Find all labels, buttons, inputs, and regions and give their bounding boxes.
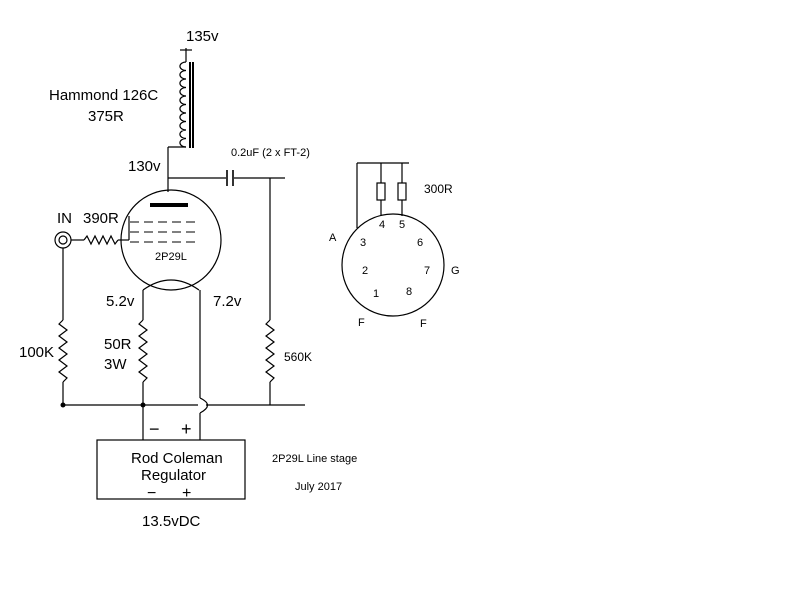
filament-resistor-value-label: 50R [104, 336, 132, 353]
regulator-minus-top: − [149, 419, 160, 439]
pin-tag-grid: G [451, 265, 460, 277]
pin-2: 2 [362, 265, 368, 277]
pinout-diagram [341, 162, 445, 317]
regulator-input-label: 13.5vDC [142, 513, 201, 530]
grid-leak-label: 100K [19, 344, 54, 361]
regulator-plus-top: + [181, 419, 192, 439]
pin-3: 3 [360, 237, 366, 249]
filament-right-voltage-label: 7.2v [213, 293, 242, 310]
transformer-resistance-label: 375R [88, 108, 124, 125]
tube-2p29l [118, 189, 222, 291]
pinout-resistor-label: 300R [424, 182, 453, 196]
pin-6: 6 [417, 237, 423, 249]
input-label: IN [57, 210, 72, 227]
pin-tag-filament-right: F [420, 318, 427, 330]
regulator-line1: Rod Coleman [131, 450, 223, 467]
output-load-resistor [265, 319, 275, 405]
pin-tag-filament-left: F [358, 317, 365, 329]
tube-type-label: 2P29L [155, 251, 187, 263]
grid-leak-resistor [58, 248, 68, 405]
regulator-box [96, 439, 246, 500]
transformer-model-label: Hammond 126C [49, 87, 158, 104]
regulator-minus-bottom: − [147, 485, 156, 502]
supply-voltage-label: 135v [186, 28, 219, 45]
coupling-cap-label: 0.2uF (2 x FT-2) [231, 147, 310, 159]
diagram-title: 2P29L Line stage [272, 453, 357, 465]
ground-bus [60, 402, 305, 408]
pin-8: 8 [406, 286, 412, 298]
plate-voltage-label: 130v [128, 158, 161, 175]
coupling-capacitor [168, 170, 285, 320]
filament-right-wire [199, 290, 209, 440]
pin-5: 5 [399, 219, 405, 231]
regulator-line2: Regulator [141, 467, 206, 484]
pin-4: 4 [379, 219, 385, 231]
regulator-plus-bottom: + [182, 485, 191, 502]
filament-left-voltage-label: 5.2v [106, 293, 135, 310]
pin-1: 1 [373, 288, 379, 300]
output-load-label: 560K [284, 350, 312, 364]
input-jack[interactable] [54, 231, 72, 249]
grid-stopper-resistor [71, 234, 119, 246]
grid-stopper-label: 390R [83, 210, 119, 227]
pin-7: 7 [424, 265, 430, 277]
plate-choke [167, 48, 194, 192]
filament-resistor-power-label: 3W [104, 356, 127, 373]
diagram-date: July 2017 [295, 481, 342, 493]
filament-resistor [138, 290, 148, 440]
pin-tag-anode: A [329, 232, 337, 244]
